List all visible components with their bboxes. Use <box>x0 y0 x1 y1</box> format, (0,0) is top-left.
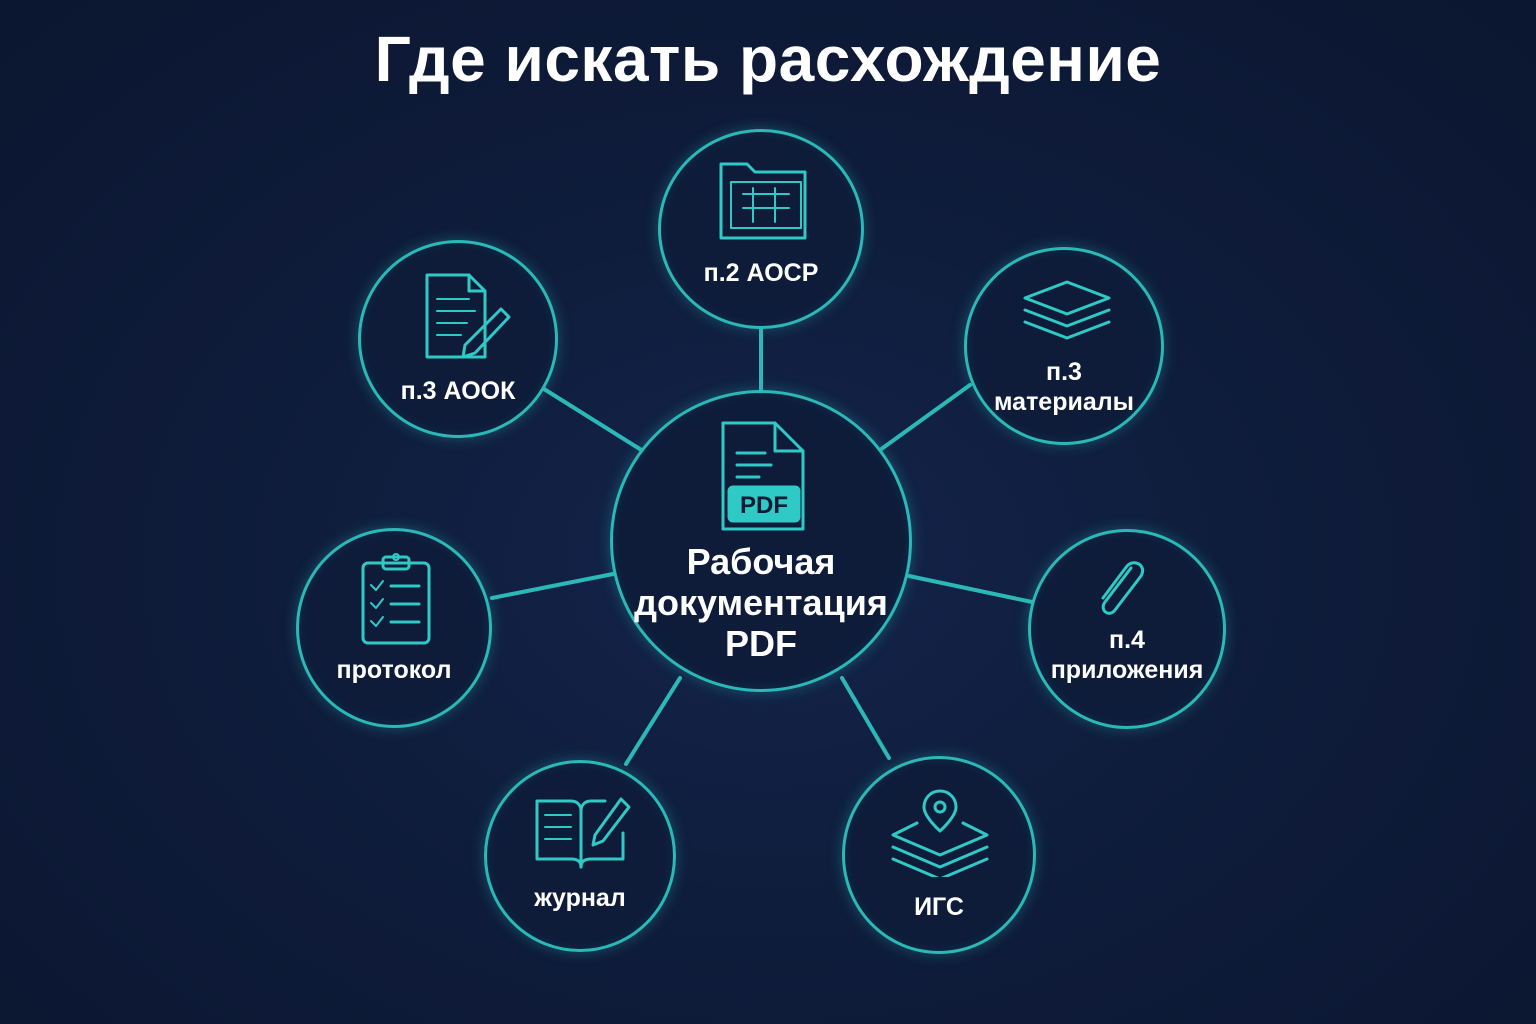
node-aook[interactable]: п.3 АООК <box>358 240 558 438</box>
center-node-working-docs[interactable]: PDF Рабочая документация PDF <box>610 390 912 692</box>
connector-journal <box>624 676 682 766</box>
connector-protocol <box>490 572 615 600</box>
node-aosr-label: п.2 АОСР <box>703 259 819 287</box>
node-aosr[interactable]: п.2 АОСР <box>658 129 864 329</box>
connector-igs <box>840 676 891 760</box>
open-book-pencil-icon <box>535 797 631 869</box>
page-title: Где искать расхождение <box>374 23 1162 95</box>
center-label: Рабочая документация PDF <box>634 541 888 664</box>
layers-icon <box>1023 280 1111 340</box>
node-materials[interactable]: п.3 материалы <box>964 247 1164 445</box>
folder-blueprint-icon <box>719 162 807 240</box>
node-protocol[interactable]: протокол <box>296 528 492 728</box>
connector-attachments <box>907 574 1034 604</box>
pdf-file-icon: PDF <box>721 421 805 531</box>
node-igs[interactable]: ИГС <box>842 756 1036 954</box>
node-attachments-label: п.4 приложения <box>1050 626 1204 684</box>
paperclip-icon <box>1101 561 1144 615</box>
node-journal-label: журнал <box>534 884 626 912</box>
document-pencil-icon <box>425 273 511 359</box>
node-igs-label: ИГС <box>914 893 964 921</box>
node-aook-label: п.3 АООК <box>400 377 516 405</box>
connector-materials <box>878 383 972 452</box>
node-materials-label: п.3 материалы <box>994 358 1134 416</box>
node-attachments[interactable]: п.4 приложения <box>1028 529 1226 729</box>
map-layers-pin-icon <box>891 789 989 877</box>
clipboard-checklist-icon <box>361 553 431 645</box>
node-protocol-label: протокол <box>336 656 452 684</box>
connector-aook <box>542 387 645 453</box>
pdf-icon-text: PDF <box>740 492 788 519</box>
node-journal[interactable]: журнал <box>484 760 676 952</box>
